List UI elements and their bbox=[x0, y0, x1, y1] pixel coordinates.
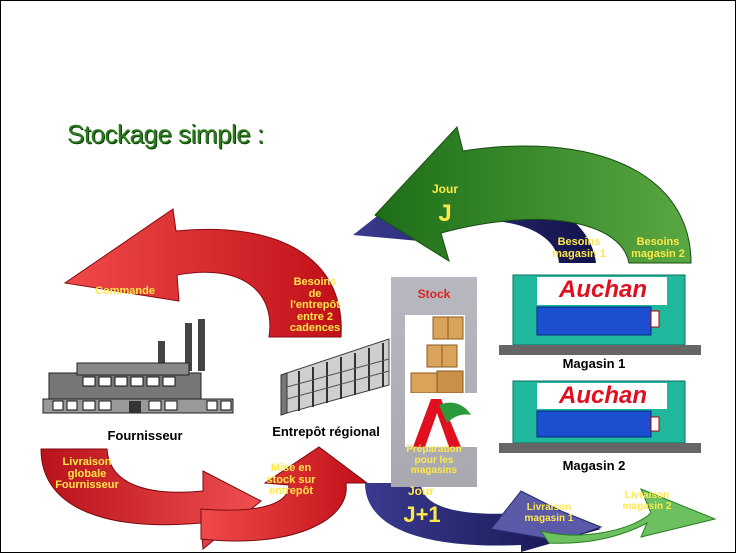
livraison-magasin-2-label: Livraison magasin 2 bbox=[622, 490, 672, 512]
besoins-magasin-2-label: Besoins magasin 2 bbox=[631, 236, 685, 260]
auchan-logo-icon bbox=[405, 393, 485, 447]
store-2-icon bbox=[499, 380, 701, 453]
arrow-jour-j bbox=[374, 125, 692, 264]
slide-title: Stockage simple : bbox=[67, 119, 264, 149]
besoins-entrepot-label: Besoins de l'entrepôt entre 2 cadences bbox=[289, 276, 341, 335]
warehouse-icon bbox=[280, 338, 390, 416]
jour-j1-label: Jour bbox=[407, 484, 434, 498]
jour-j-value: J bbox=[438, 200, 452, 227]
stock-label: Stock bbox=[417, 287, 451, 301]
fournisseur-label: Fournisseur bbox=[107, 428, 183, 443]
jour-j1-value: J+1 bbox=[403, 502, 441, 527]
magasin-1-label: Magasin 1 bbox=[562, 356, 626, 371]
store-1-icon bbox=[499, 274, 701, 355]
magasin-2-label: Magasin 2 bbox=[562, 458, 626, 473]
livraison-magasin-1-label: Livraison magasin 1 bbox=[524, 502, 574, 524]
preparation-label: Préparation pour les magasins bbox=[406, 444, 462, 476]
mise-en-stock-label: Mise en stock sur entrepôt bbox=[266, 462, 316, 498]
commande-label: Commande bbox=[95, 285, 155, 297]
livraison-globale-label: Livraison globale Fournisseur bbox=[55, 456, 119, 492]
factory-icon bbox=[42, 319, 234, 414]
store-1-sign: Auchan bbox=[558, 276, 647, 303]
box-icon bbox=[410, 316, 464, 394]
arrow-livraison-magasin-2 bbox=[539, 488, 717, 544]
jour-j-label: Jour bbox=[431, 182, 458, 196]
besoins-magasin-1-label: Besoins magasin 1 bbox=[552, 236, 606, 260]
store-2-sign: Auchan bbox=[558, 382, 647, 409]
arrow-commande bbox=[63, 208, 342, 338]
entrepot-regional-label: Entrepôt régional bbox=[272, 424, 380, 439]
